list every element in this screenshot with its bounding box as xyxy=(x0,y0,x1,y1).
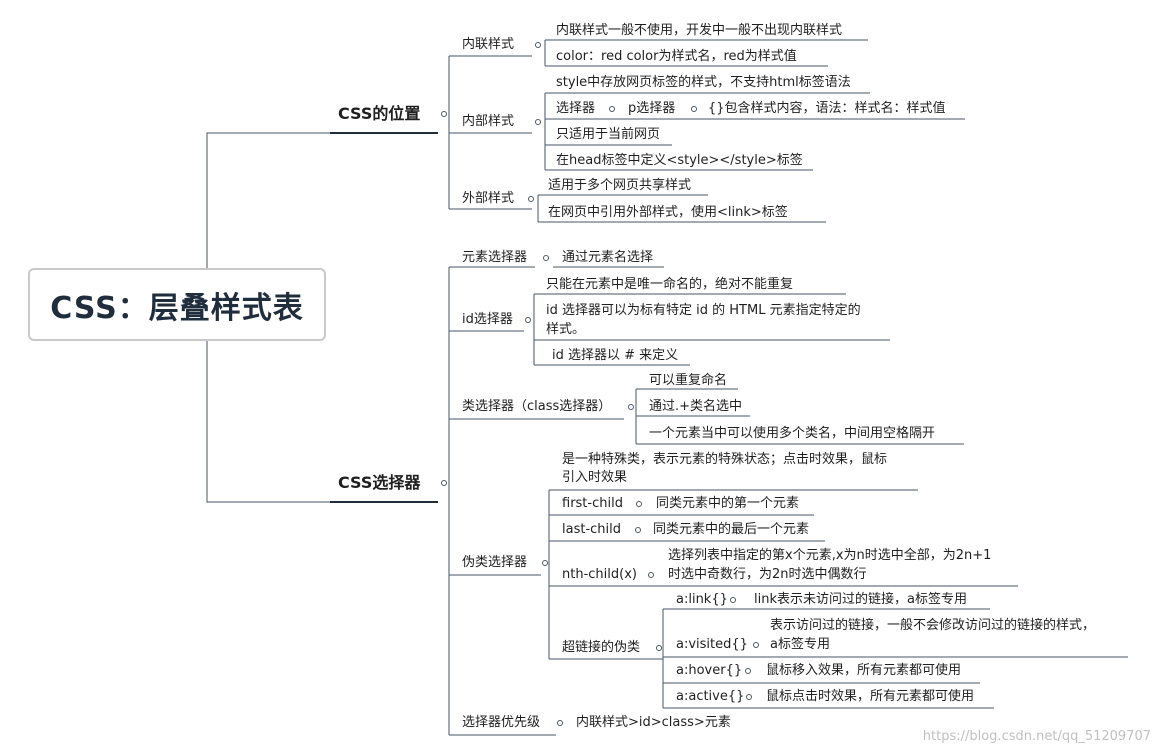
leaf-element-desc: 通过元素名选择 xyxy=(562,250,654,265)
leaf-nth-child-desc-1: 选择列表中指定的第x个元素,x为n时选中全部，为2n+1 xyxy=(668,548,992,563)
leaf-selector-syntax: {}包含样式内容，语法：样式名：样式值 xyxy=(708,101,946,116)
root-title: CSS：层叠样式表 xyxy=(50,290,304,326)
node-element-selector[interactable]: 元素选择器 xyxy=(462,250,528,265)
leaf-id-1: 只能在元素中是唯一命名的，绝对不能重复 xyxy=(546,277,794,292)
leaf-a-visited-desc-2: a标签专用 xyxy=(770,637,830,652)
leaf-a-visited-desc-1: 表示访问过的链接，一般不会修改访问过的链接的样式， xyxy=(770,618,1096,633)
leaf-inline-2: color：red color为样式名，red为样式值 xyxy=(556,49,797,64)
leaf-last-child-desc: 同类元素中的最后一个元素 xyxy=(653,522,810,537)
node-nth-child[interactable]: nth-child(x) xyxy=(562,567,637,582)
leaf-a-link-desc: link表示未访问过的链接，a标签专用 xyxy=(754,592,967,607)
node-a-hover[interactable]: a:hover{} xyxy=(676,663,743,678)
node-a-visited[interactable]: a:visited{} xyxy=(676,637,748,652)
node-pseudo-selector[interactable]: 伪类选择器 xyxy=(462,555,528,570)
leaf-internal-3: 在head标签中定义<style></style>标签 xyxy=(556,153,803,168)
leaf-internal-1: style中存放网页标签的样式，不支持html标签语法 xyxy=(556,75,851,90)
leaf-class-1: 可以重复命名 xyxy=(649,373,728,388)
watermark-text: https://blog.csdn.net/qq_51209707 xyxy=(922,729,1151,744)
node-css-position[interactable]: CSS的位置 xyxy=(338,104,421,123)
node-link-pseudo[interactable]: 超链接的伪类 xyxy=(562,640,641,655)
leaf-a-active-desc: 鼠标点击时效果，所有元素都可使用 xyxy=(766,689,975,704)
node-a-active[interactable]: a:active{} xyxy=(676,689,745,704)
node-selector[interactable]: 选择器 xyxy=(556,101,596,116)
leaf-a-hover-desc: 鼠标移入效果，所有元素都可使用 xyxy=(766,663,962,678)
leaf-priority-desc: 内联样式>id>class>元素 xyxy=(576,715,731,730)
node-external-style[interactable]: 外部样式 xyxy=(462,191,515,206)
leaf-external-2: 在网页中引用外部样式，使用<link>标签 xyxy=(548,205,788,220)
leaf-pseudo-intro-2: 引入时效果 xyxy=(562,470,628,485)
leaf-external-1: 适用于多个网页共享样式 xyxy=(548,178,692,193)
leaf-class-2: 通过.+类名选中 xyxy=(649,399,743,414)
leaf-class-3: 一个元素当中可以使用多个类名，中间用空格隔开 xyxy=(649,426,936,441)
node-class-selector[interactable]: 类选择器（class选择器） xyxy=(462,399,612,414)
node-inline-style[interactable]: 内联样式 xyxy=(462,37,515,52)
leaf-inline-1: 内联样式一般不使用，开发中一般不出现内联样式 xyxy=(556,23,843,38)
root-node[interactable]: CSS：层叠样式表 xyxy=(28,268,326,341)
node-id-selector[interactable]: id选择器 xyxy=(462,312,513,327)
leaf-id-3: id 选择器以 # 来定义 xyxy=(552,348,679,363)
leaf-id-2: id 选择器可以为标有特定 id 的 HTML 元素指定特定的 xyxy=(546,303,861,318)
leaf-id-2b: 样式。 xyxy=(546,322,586,337)
leaf-pseudo-intro-1: 是一种特殊类，表示元素的特殊状态；点击时效果，鼠标 xyxy=(562,452,888,467)
node-p-selector[interactable]: p选择器 xyxy=(628,101,676,116)
leaf-internal-2: 只适用于当前网页 xyxy=(556,127,661,142)
node-first-child[interactable]: first-child xyxy=(562,496,623,511)
node-css-selectors[interactable]: CSS选择器 xyxy=(338,473,421,492)
node-a-link[interactable]: a:link{} xyxy=(676,592,728,607)
node-internal-style[interactable]: 内部样式 xyxy=(462,114,515,129)
node-last-child[interactable]: last-child xyxy=(562,522,622,537)
leaf-first-child-desc: 同类元素中的第一个元素 xyxy=(656,496,800,511)
node-selector-priority[interactable]: 选择器优先级 xyxy=(462,715,541,730)
leaf-nth-child-desc-2: 时选中奇数行，为2n时选中偶数行 xyxy=(668,567,867,582)
